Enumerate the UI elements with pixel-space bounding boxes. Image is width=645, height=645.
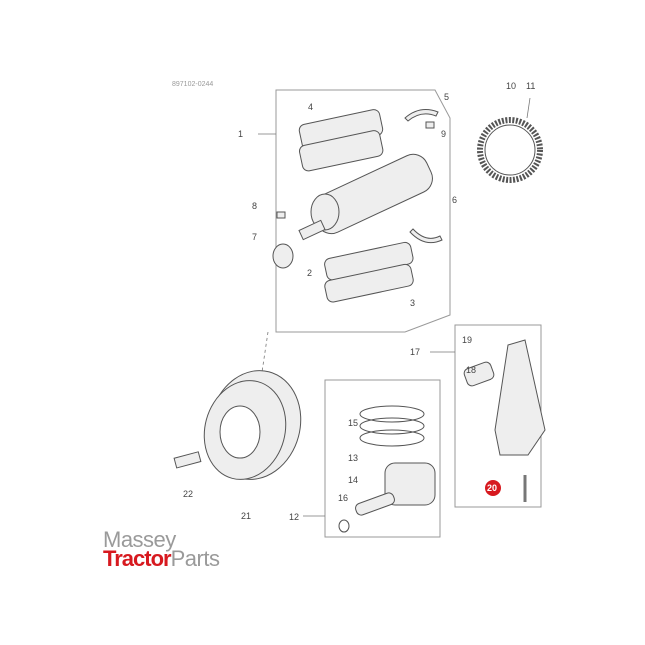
crankshaft-group-box [275,89,451,333]
logo-line1: Massey [103,527,176,552]
callout-18: 18 [466,365,476,375]
circlip [338,519,350,533]
callout-8: 8 [252,201,257,211]
highlight-marker [485,480,501,496]
callout-7: 7 [252,232,257,242]
dowel-pin [425,121,435,129]
callout-12: 12 [289,512,299,522]
small-end-bush [463,361,495,387]
callout-2: 2 [307,268,312,278]
callout-1: 1 [238,129,243,139]
callout-3: 3 [410,298,415,308]
callout-22: 22 [183,489,193,499]
callout-17: 17 [410,347,420,357]
crank-gear [272,243,294,269]
bolt [526,97,531,119]
connecting-rod [494,339,546,456]
ring-inner [484,124,536,176]
leader [261,331,269,373]
callout-14: 14 [348,475,358,485]
crankshaft-pulley [203,370,302,480]
piston-pin [355,492,395,516]
callout-10: 10 [506,81,516,91]
key [276,211,286,219]
callout-6: 6 [452,195,457,205]
logo-parts: Parts [170,546,220,571]
callout-labels: 1 2 3 4 5 6 7 8 9 10 11 12 13 14 15 16 1… [183,81,535,522]
callout-4: 4 [308,102,313,112]
pulley-bolt [173,451,202,469]
thrust-washer-upper [404,109,439,122]
callout-11: 11 [526,81,535,91]
callout-16: 16 [338,493,348,503]
callout-9: 9 [441,129,446,139]
flywheel-ring-gear [477,117,543,183]
logo-tractor: Tractor [103,546,172,571]
callout-20: 20 [487,483,497,493]
highlighted-callout-20[interactable]: 20 [485,480,501,496]
callout-21: 21 [241,511,251,521]
reference-code: 897102-0244 [172,81,213,88]
piston-rings [359,405,425,447]
callout-19: 19 [462,335,472,345]
main-bearings-upper [298,109,384,172]
crankshaft [298,153,433,241]
main-bearings-lower [324,241,414,303]
callout-13: 13 [348,453,358,463]
callout-5: 5 [444,92,449,102]
callout-15: 15 [348,418,358,428]
massey-tractor-parts-logo: Massey TractorParts [103,527,220,571]
thrust-washer-lower [409,228,443,244]
piston-group-box [324,379,441,538]
piston [384,462,436,506]
